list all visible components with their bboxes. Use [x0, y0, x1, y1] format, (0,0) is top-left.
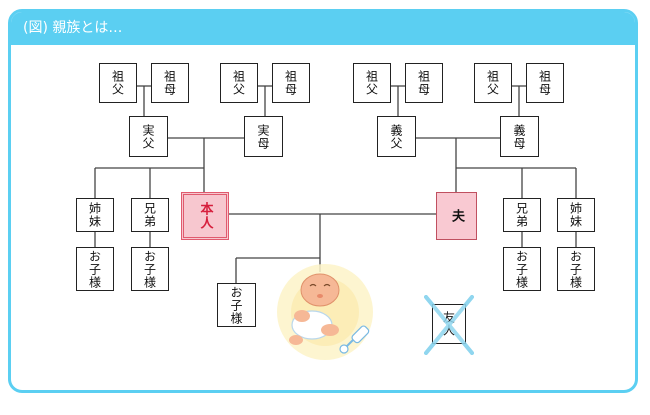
node-brother-right: 兄弟 [503, 198, 541, 232]
node-grandmother-1: 祖母 [151, 63, 189, 103]
node-grandmother-3: 祖母 [405, 63, 443, 103]
node-brother-left: 兄弟 [131, 198, 169, 232]
node-child-sister-right: お子様 [557, 247, 595, 291]
node-grandmother-2: 祖母 [272, 63, 310, 103]
node-grandfather-4: 祖父 [474, 63, 512, 103]
node-grandfather-1: 祖父 [99, 63, 137, 103]
node-husband: 夫 [436, 192, 477, 240]
node-child-brother-right: お子様 [503, 247, 541, 291]
node-father-in-law: 義父 [377, 116, 416, 157]
node-grandmother-4: 祖母 [526, 63, 564, 103]
node-sister-right: 姉妹 [557, 198, 595, 232]
node-grandfather-2: 祖父 [220, 63, 258, 103]
node-friend: 友人 [432, 304, 466, 344]
node-mother-in-law: 義母 [500, 116, 539, 157]
diagram-title: (図) 親族とは… [11, 12, 635, 45]
baby-illustration [277, 264, 373, 360]
node-own-father: 実父 [129, 116, 168, 157]
node-child-brother-left: お子様 [131, 247, 169, 291]
node-grandfather-3: 祖父 [353, 63, 391, 103]
node-child-sister-left: お子様 [76, 247, 114, 291]
rattle-icon [339, 325, 370, 354]
node-self: 本人 [181, 192, 229, 240]
node-own-mother: 実母 [244, 116, 283, 157]
node-own-child: お子様 [217, 283, 256, 327]
node-sister-left: 姉妹 [76, 198, 114, 232]
